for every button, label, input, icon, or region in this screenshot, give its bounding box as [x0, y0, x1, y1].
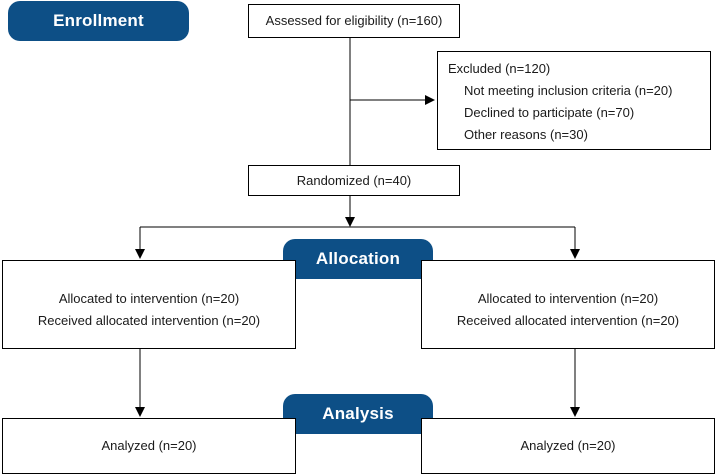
phase-enrollment-label: Enrollment [53, 11, 144, 30]
analysis-box-right: Analyzed (n=20) [421, 418, 715, 474]
analysis-box-left: Analyzed (n=20) [2, 418, 296, 474]
randomized-box: Randomized (n=40) [248, 165, 460, 196]
analyzed-text: Analyzed (n=20) [520, 438, 616, 453]
phase-enrollment: Enrollment [8, 1, 189, 41]
excluded-reason: Other reasons (n=30) [464, 127, 588, 142]
excluded-box: Excluded (n=120) Not meeting inclusion c… [437, 51, 711, 150]
received-text: Received allocated intervention (n=20) [37, 312, 261, 328]
excluded-reason: Declined to participate (n=70) [464, 105, 635, 120]
eligibility-box: Assessed for eligibility (n=160) [248, 4, 460, 38]
analyzed-text: Analyzed (n=20) [101, 438, 197, 453]
excluded-title: Excluded (n=120) [448, 61, 551, 76]
phase-allocation-label: Allocation [315, 249, 401, 268]
phase-analysis: Analysis [283, 394, 433, 434]
allocation-box-right: Allocated to intervention (n=20) Receive… [421, 260, 715, 349]
allocation-box-left: Allocated to intervention (n=20) Receive… [2, 260, 296, 349]
phase-allocation: Allocation [283, 239, 433, 279]
excluded-reason: Not meeting inclusion criteria (n=20) [464, 83, 673, 98]
randomized-text: Randomized (n=40) [296, 172, 412, 188]
eligibility-text: Assessed for eligibility (n=160) [265, 13, 443, 28]
phase-analysis-label: Analysis [322, 404, 394, 423]
received-text: Received allocated intervention (n=20) [456, 312, 680, 328]
allocated-text: Allocated to intervention (n=20) [58, 290, 240, 306]
allocated-text: Allocated to intervention (n=20) [477, 290, 659, 306]
